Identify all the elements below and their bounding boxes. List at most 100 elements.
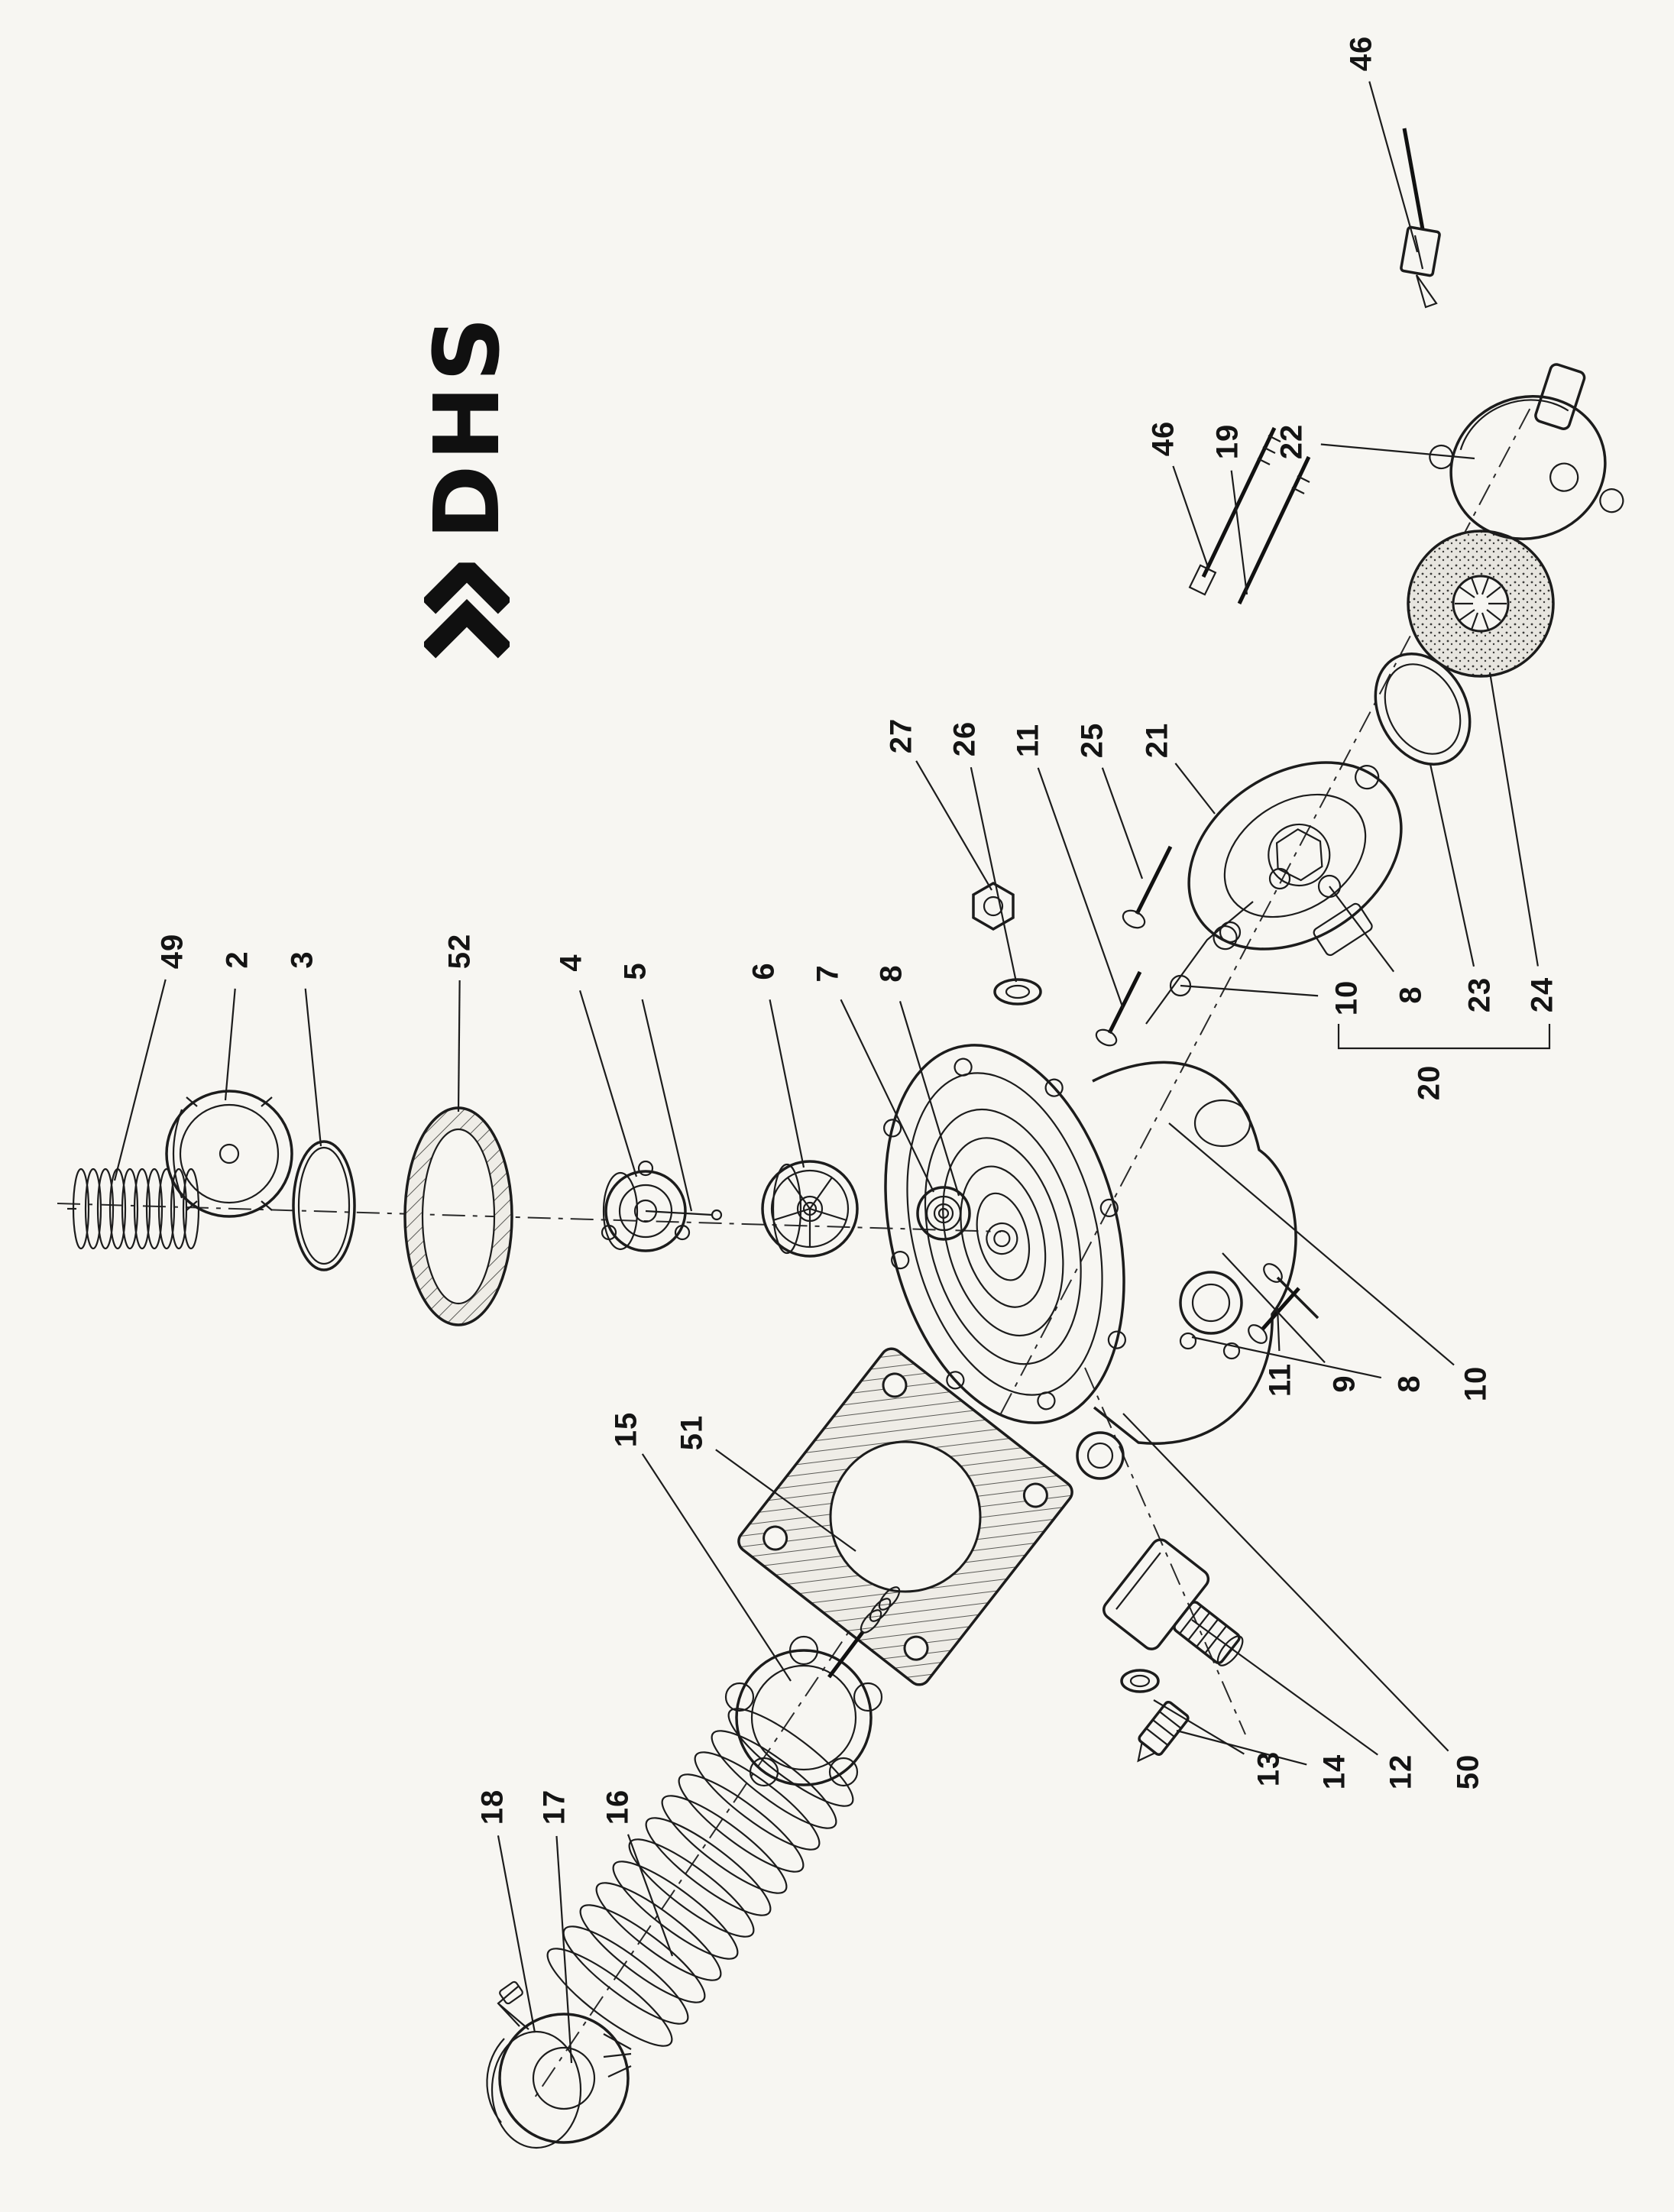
leader-line-8: [899, 1001, 960, 1197]
part-fitting-46-top: [1400, 128, 1441, 309]
part-label-3: 3: [285, 951, 319, 969]
part-plug-27: [972, 881, 1015, 931]
part-washer-13: [1120, 1669, 1160, 1693]
part-main-flange: [883, 1044, 1126, 1424]
part-label-14: 14: [1317, 1754, 1352, 1790]
part-spring-49: [67, 1168, 200, 1250]
part-washer-26: [993, 978, 1042, 1006]
leader-line-18: [497, 1835, 536, 2033]
part-screw-11b: [1248, 1287, 1300, 1344]
leader-line-52: [457, 980, 461, 1112]
part-label-6: 6: [746, 962, 781, 980]
part-label-8: 8: [874, 964, 908, 983]
part-end-cap-18: [486, 1980, 632, 2149]
part-label-46: 46: [1344, 35, 1378, 72]
part-label-7: 7: [811, 964, 845, 983]
part-screw-19: [1237, 455, 1311, 605]
part-ring-23: [1374, 653, 1472, 766]
part-oring-3: [292, 1140, 356, 1271]
part-rotor-6: [761, 1160, 859, 1258]
leader-line-4: [578, 990, 638, 1177]
part-nipple-14: [1137, 1700, 1190, 1763]
part-screw-25: [1122, 845, 1173, 929]
part-label-50: 50: [1451, 1754, 1485, 1790]
part-label-11: 11: [1011, 723, 1045, 758]
part-pump-body: [1076, 1061, 1319, 1480]
leader-line-25: [1101, 767, 1144, 879]
leader-line-8: [1329, 886, 1395, 973]
leader-line-46: [1368, 81, 1419, 253]
part-label-20: 20: [1412, 1064, 1446, 1101]
part-label-4: 4: [554, 954, 588, 972]
leader-line-16: [627, 1834, 674, 1957]
leader-line-51: [715, 1449, 856, 1552]
part-label-51: 51: [675, 1414, 709, 1451]
part-label-23: 23: [1462, 976, 1497, 1013]
part-upper-housing-21: [1187, 761, 1403, 957]
part-label-21: 21: [1140, 722, 1174, 759]
part-label-27: 27: [884, 717, 918, 754]
part-label-22: 22: [1274, 423, 1309, 460]
leader-line-10: [1180, 984, 1319, 997]
leader-line-2: [224, 988, 236, 1101]
part-label-16: 16: [601, 1789, 635, 1825]
brand-logo: DHS: [414, 313, 520, 662]
part-label-2: 2: [220, 951, 254, 969]
part-spring-16: [546, 1708, 854, 2047]
part-valve-4: [601, 1160, 723, 1252]
part-label-19: 19: [1210, 423, 1245, 460]
part-screw-11: [1095, 970, 1142, 1047]
part-diaphragm-24: [1407, 530, 1555, 678]
leader-line-5: [641, 999, 693, 1212]
part-label-15: 15: [609, 1411, 643, 1448]
part-cap-2: [165, 1090, 293, 1218]
leader-line-24: [1488, 672, 1539, 967]
part-label-13: 13: [1251, 1750, 1286, 1787]
leader-line-22: [1320, 443, 1475, 460]
part-label-49: 49: [155, 933, 189, 970]
part-label-46: 46: [1146, 420, 1180, 457]
leader-line-6: [769, 999, 805, 1168]
part-label-17: 17: [537, 1789, 571, 1825]
part-label-9: 9: [1327, 1375, 1362, 1393]
leader-line-15: [641, 1453, 792, 1682]
leader-line-12: [1191, 1619, 1378, 1756]
leader-line-23: [1429, 763, 1475, 967]
leader-line-11: [1037, 767, 1125, 1009]
part-label-5: 5: [618, 962, 652, 980]
part-label-52: 52: [442, 933, 477, 970]
leader-line-49: [113, 979, 167, 1181]
part-label-10: 10: [1329, 980, 1364, 1016]
leader-line-17: [555, 1835, 573, 2064]
part-label-26: 26: [947, 721, 982, 757]
leader-line-9: [1222, 1252, 1326, 1364]
part-label-8: 8: [1394, 986, 1428, 1004]
part-cover-22: [1429, 363, 1624, 540]
part-label-18: 18: [475, 1789, 510, 1825]
leader-line-8: [1191, 1336, 1382, 1379]
leader-line-26: [970, 766, 1018, 983]
leader-line-11: [1276, 1307, 1281, 1352]
group-bracket-20: [1337, 1024, 1551, 1050]
part-label-25: 25: [1075, 722, 1109, 759]
logo-arrow-icon: [424, 562, 510, 659]
part-label-24: 24: [1525, 976, 1559, 1013]
part-gasket-plate-51: [737, 1347, 1073, 1686]
leader-line-14: [1176, 1729, 1307, 1766]
part-label-12: 12: [1384, 1754, 1418, 1790]
part-label-11: 11: [1263, 1362, 1297, 1397]
leader-line-50: [1122, 1413, 1449, 1752]
leader-line-19: [1230, 470, 1248, 595]
leader-line-7: [840, 999, 934, 1193]
leader-lines: [113, 81, 1539, 2064]
part-label-10: 10: [1459, 1365, 1493, 1402]
leader-line-10: [1168, 1122, 1455, 1366]
part-label-8: 8: [1392, 1375, 1426, 1393]
leader-line-3: [304, 988, 322, 1147]
part-elbow-12: [1103, 1538, 1244, 1666]
leader-line-46: [1172, 465, 1210, 570]
leader-line-27: [915, 760, 992, 891]
